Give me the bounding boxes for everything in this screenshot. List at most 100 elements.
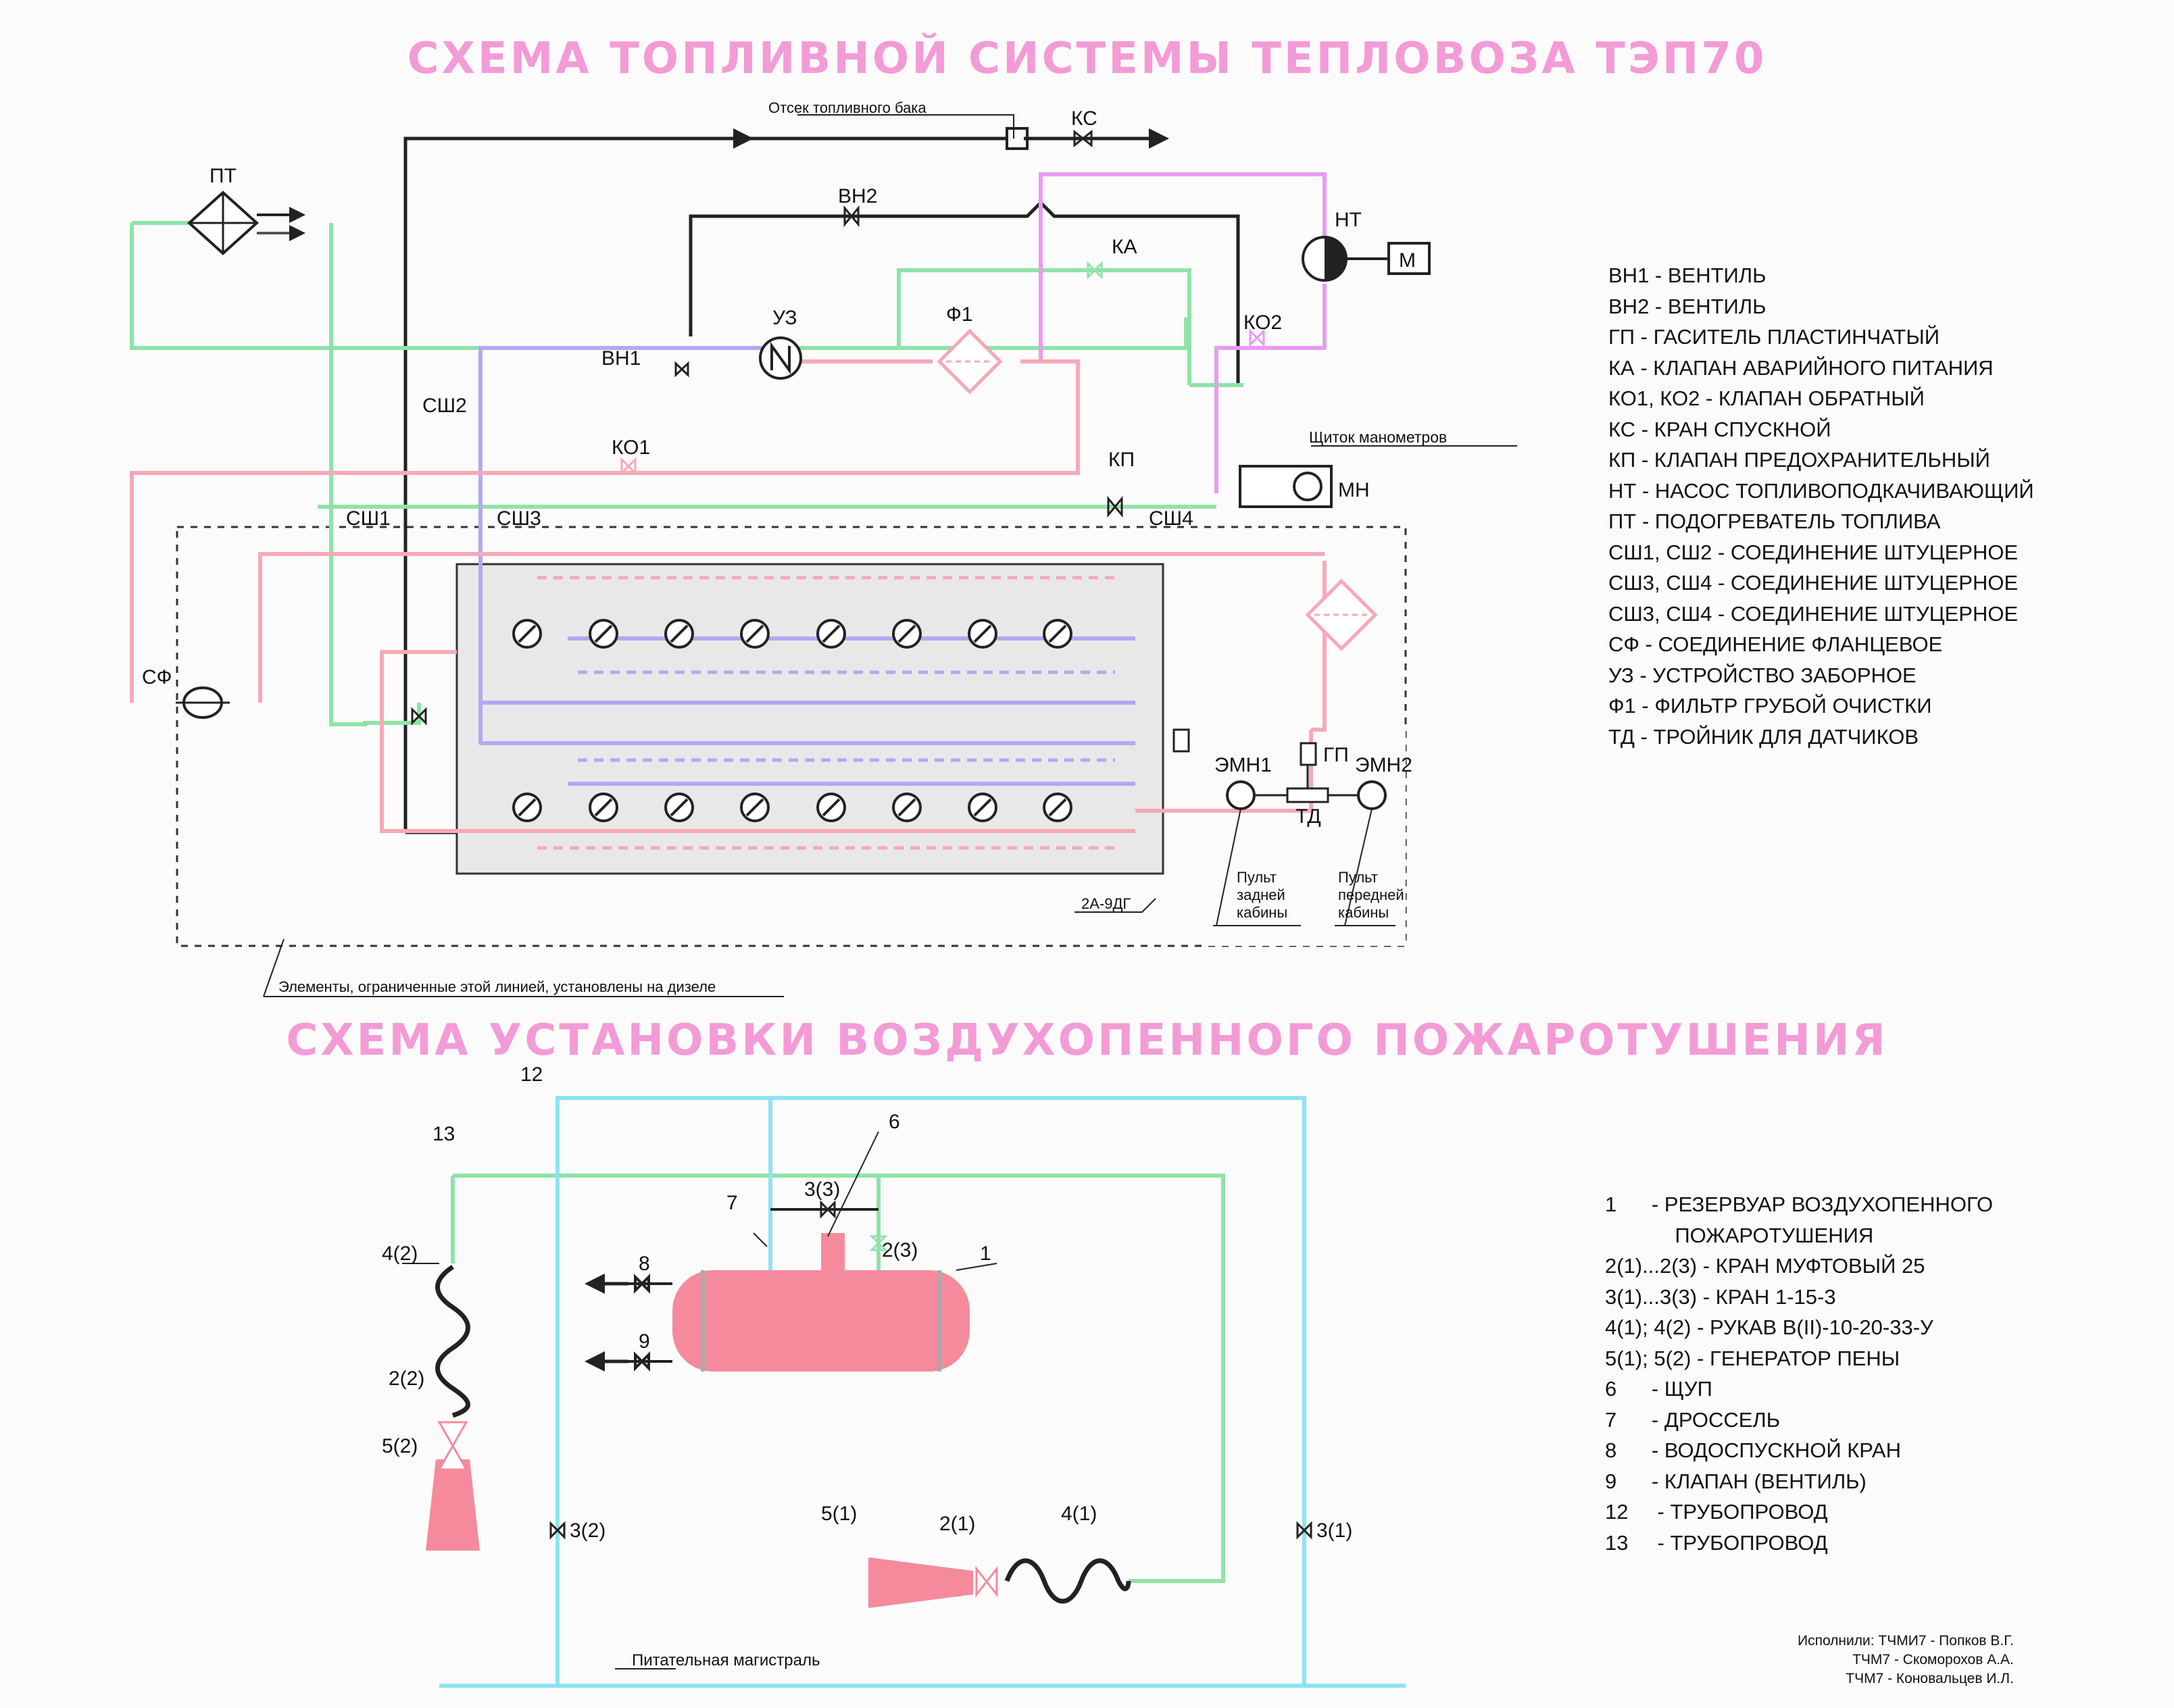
front-cab-label-2: передней xyxy=(1338,886,1404,903)
fire-legend-item: 7 - ДРОССЕЛЬ xyxy=(1605,1407,1781,1432)
fire-label-41: 4(1) xyxy=(1061,1503,1097,1525)
fire-label-51: 5(1) xyxy=(821,1503,857,1525)
tank-compartment-label: Отсек топливного бака xyxy=(768,99,927,116)
ko2-label: КО2 xyxy=(1243,311,1282,334)
fuel-legend-item: ВН1 - ВЕНТИЛЬ xyxy=(1608,263,1767,287)
crane-valves xyxy=(549,1200,1312,1540)
fire-label-13: 13 xyxy=(433,1123,455,1145)
fire-legend-item: 4(1); 4(2) - РУКАВ В(II)-10-20-33-У xyxy=(1605,1315,1933,1339)
main-line-label: Питательная магистраль xyxy=(632,1651,820,1669)
kp-label: КП xyxy=(1108,449,1135,471)
fire-label-32: 3(2) xyxy=(570,1519,606,1542)
tee-td-box xyxy=(1286,787,1329,803)
mn-label: МН xyxy=(1338,479,1370,501)
sh2-label: СШ2 xyxy=(422,395,467,417)
f1-label: Ф1 xyxy=(946,303,973,326)
fuel-legend-item: ГП - ГАСИТЕЛЬ ПЛАСТИНЧАТЫЙ xyxy=(1608,325,1940,349)
sh3-label: СШ3 xyxy=(497,507,541,530)
fire-label-31: 3(1) xyxy=(1316,1519,1352,1542)
fire-pipes xyxy=(439,1096,1406,1688)
fire-label-9: 9 xyxy=(639,1330,650,1353)
fire-legend-item: ПОЖАРОТУШЕНИЯ xyxy=(1605,1223,1874,1247)
credits-block: Исполнили: ТЧМИ7 - Попков В.Г. ТЧМ7 - Ск… xyxy=(1798,1632,2014,1688)
fuel-legend-item: КП - КЛАПАН ПРЕДОХРАНИТЕЛЬНЫЙ xyxy=(1608,448,1990,472)
injector-manifolds xyxy=(537,576,1115,850)
motor-label: М xyxy=(1399,249,1416,272)
fire-label-42: 4(2) xyxy=(382,1242,418,1265)
fire-legend-item: 6 - ЩУП xyxy=(1605,1377,1712,1401)
fire-label-12: 12 xyxy=(520,1063,543,1086)
fuel-legend-item: СШ3, СШ4 - СОЕДИНЕНИЕ ШТУЦЕРНОЕ xyxy=(1608,571,2019,595)
rear-cab-label-2: задней xyxy=(1237,886,1285,903)
filter-f1-icon xyxy=(937,328,1003,395)
fire-legend-item: 12 - ТРУБОПРОВОД xyxy=(1605,1500,1828,1524)
upper-injectors xyxy=(512,619,1072,649)
diesel-boundary-note: Элементы, ограниченные этой линией, уста… xyxy=(278,978,716,995)
gauge-mn-icon xyxy=(1293,472,1323,501)
violet-supply-line xyxy=(478,346,1135,786)
gauge-emn1-icon xyxy=(1226,780,1256,810)
drain-valves xyxy=(628,1274,672,1372)
fire-legend-item: 3(1)...3(3) - КРАН 1-15-3 xyxy=(1605,1284,1836,1309)
hose-42-icon xyxy=(435,1265,470,1418)
fire-label-33: 3(3) xyxy=(804,1178,840,1201)
fire-label-1: 1 xyxy=(980,1242,991,1265)
credit-line: Исполнили: ТЧМИ7 - Попков В.Г. xyxy=(1798,1633,2014,1649)
sh1-label: СШ1 xyxy=(346,507,391,530)
fuel-system-title: СХЕМА ТОПЛИВНОЙ СИСТЕМЫ ТЕПЛОВОЗА ТЭП70 xyxy=(407,34,1767,84)
lower-injectors xyxy=(512,793,1072,822)
emn1-label: ЭМН1 xyxy=(1214,754,1272,776)
ks-label: КС xyxy=(1071,107,1097,130)
gp-label: ГП xyxy=(1323,744,1349,766)
fire-label-21: 2(1) xyxy=(939,1513,975,1535)
diesel-engine-block xyxy=(455,563,1164,875)
intake-uz-icon xyxy=(759,336,802,380)
fire-label-6: 6 xyxy=(889,1111,900,1133)
vn1-label: ВН1 xyxy=(601,347,641,370)
fire-legend-item: 1 - РЕЗЕРВУАР ВОЗДУХОПЕННОГО xyxy=(1605,1192,1994,1216)
fire-legend-item: 13 - ТРУБОПРОВОД xyxy=(1605,1530,1828,1555)
reservoir-tank xyxy=(672,1270,970,1372)
sh4-label: СШ4 xyxy=(1149,507,1193,530)
credit-line: ТЧМ7 - Скоморохов А.А. xyxy=(1852,1652,2014,1667)
fuel-legend-item: СШ1, СШ2 - СОЕДИНЕНИЕ ШТУЦЕРНОЕ xyxy=(1608,540,2019,564)
ka-label: КА xyxy=(1112,236,1137,258)
fire-system-title: СХЕМА УСТАНОВКИ ВОЗДУХОПЕННОГО ПОЖАРОТУШ… xyxy=(286,1015,1888,1065)
gauge-panel-label: Щиток манометров xyxy=(1309,428,1447,446)
fire-legend-item: 9 - КЛАПАН (ВЕНТИЛЬ) xyxy=(1605,1469,1867,1493)
fire-label-7: 7 xyxy=(726,1192,738,1214)
rear-cab-label-3: кабины xyxy=(1237,904,1287,921)
credit-line: ТЧМ7 - Коновальцев И.Л. xyxy=(1846,1671,2014,1686)
sensor-box xyxy=(1172,728,1190,753)
fuel-legend-item: КА - КЛАПАН АВАРИЙНОГО ПИТАНИЯ xyxy=(1608,355,1994,380)
foam-generator-52-icon xyxy=(426,1459,480,1551)
gauge-emn2-icon xyxy=(1357,780,1387,810)
uz-label: УЗ xyxy=(772,307,797,329)
nt-label: НТ xyxy=(1335,209,1362,231)
magenta-pump-line xyxy=(1039,172,1327,493)
fire-label-23: 2(3) xyxy=(882,1239,918,1261)
pt-label: ПТ xyxy=(209,165,237,187)
fuel-legend-item: КС - КРАН СПУСКНОЙ xyxy=(1608,417,1831,441)
fuel-legend-item: Ф1 - ФИЛЬТР ГРУБОЙ ОЧИСТКИ xyxy=(1608,694,1932,718)
fire-legend-item: 8 - ВОДОСПУСКНОЙ КРАН xyxy=(1605,1438,1901,1462)
fuel-legend-item: ТД - ТРОЙНИК ДЛЯ ДАТЧИКОВ xyxy=(1608,724,1919,749)
td-label: ТД xyxy=(1295,805,1321,828)
flange-sf-icon xyxy=(176,686,230,719)
hose-41-icon xyxy=(1004,1558,1131,1604)
fuel-legend-item: СФ - СОЕДИНЕНИЕ ФЛАНЦЕВОЕ xyxy=(1608,632,1943,656)
fuel-legend-item: ВН2 - ВЕНТИЛЬ xyxy=(1608,294,1767,318)
motor-m-box xyxy=(1387,242,1431,275)
fire-legend: 1 - РЕЗЕРВУАР ВОЗДУХОПЕННОГО ПОЖАРОТУШЕН… xyxy=(1605,1189,1993,1558)
ks-valve-icon xyxy=(1073,129,1093,148)
sf-label: СФ xyxy=(142,666,172,688)
fire-label-52: 5(2) xyxy=(382,1435,418,1457)
rear-cab-label-1: Пульт xyxy=(1237,869,1277,886)
pink-return-line xyxy=(130,359,1327,833)
emn2-label: ЭМН2 xyxy=(1355,754,1412,776)
fuel-legend: ВН1 - ВЕНТИЛЬ ВН2 - ВЕНТИЛЬ ГП - ГАСИТЕЛ… xyxy=(1608,260,2034,752)
fire-legend-item: 2(1)...2(3) - КРАН МУФТОВЫЙ 25 xyxy=(1605,1254,1925,1278)
heater-pt-icon xyxy=(187,191,305,255)
